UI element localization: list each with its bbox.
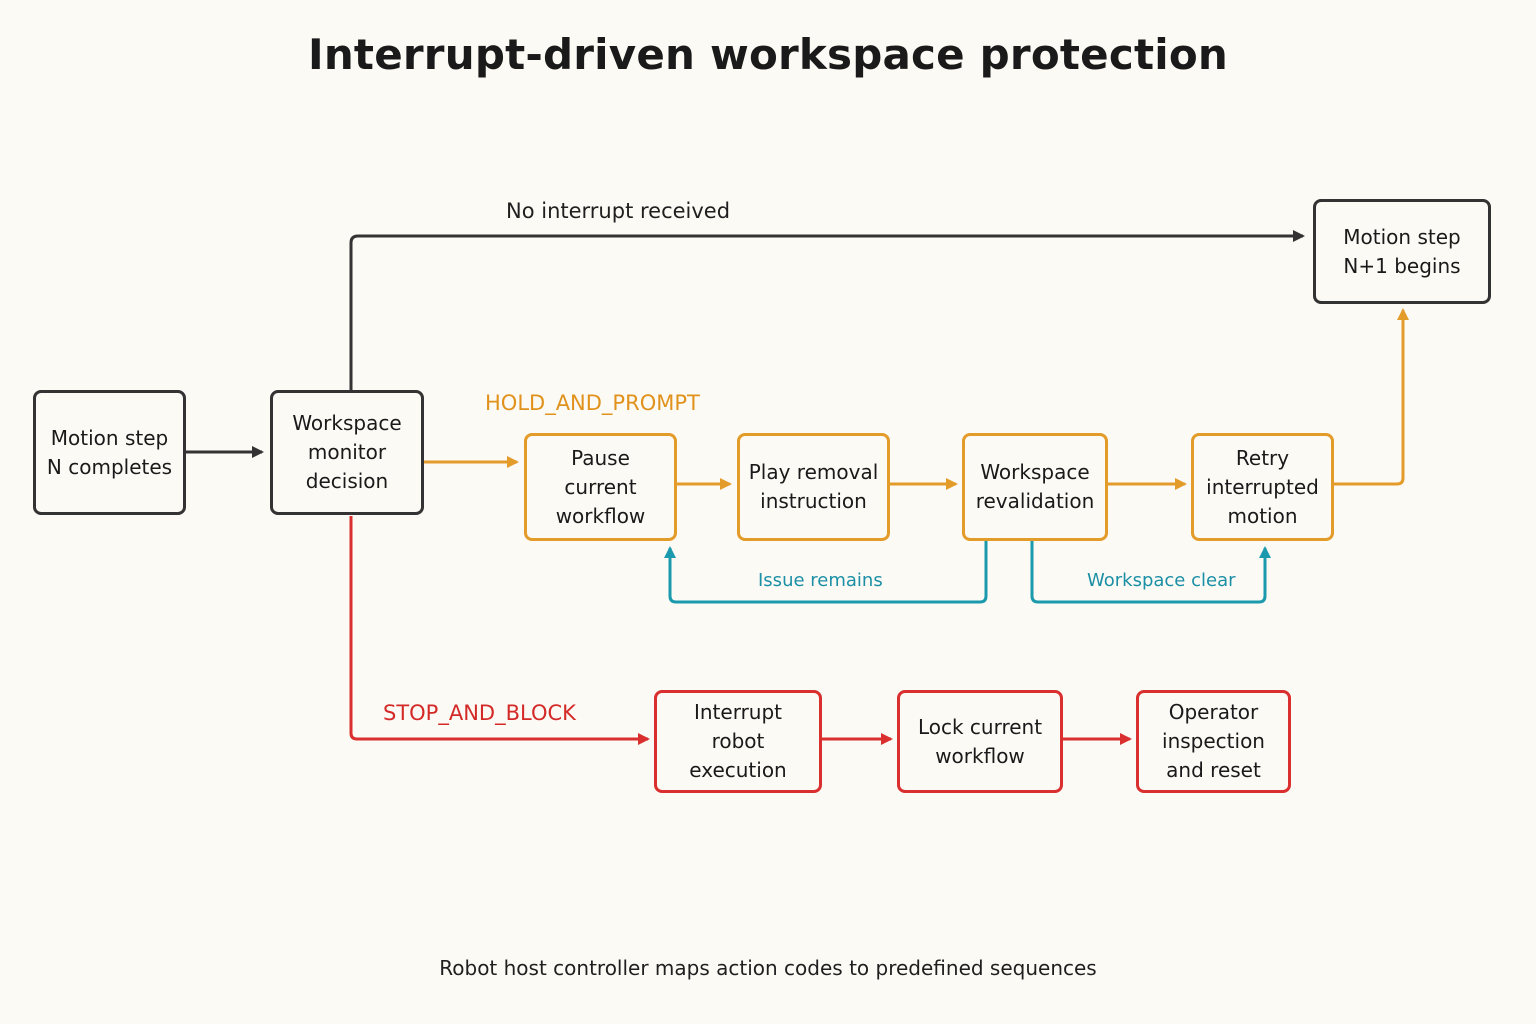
node-operator-inspection: Operator inspection and reset (1136, 690, 1291, 793)
label-workspace-clear: Workspace clear (1087, 570, 1236, 591)
node-lock-workflow: Lock current workflow (897, 690, 1063, 793)
node-motion-step-n: Motion step N completes (33, 390, 186, 515)
node-workspace-revalidation: Workspace revalidation (962, 433, 1108, 541)
node-workspace-monitor: Workspace monitor decision (270, 390, 424, 515)
arrow-monitor-to-interrupt (349, 516, 650, 745)
node-pause-workflow: Pause current workflow (524, 433, 677, 541)
arrow-retry-to-next-step (1334, 308, 1409, 486)
label-hold-and-prompt: HOLD_AND_PROMPT (485, 391, 700, 415)
footer-caption: Robot host controller maps action codes … (439, 956, 1097, 980)
arrow-workspace-clear (1030, 541, 1271, 604)
arrow-no-interrupt (349, 230, 1305, 390)
label-stop-and-block: STOP_AND_BLOCK (383, 701, 576, 725)
node-retry-motion: Retry interrupted motion (1191, 433, 1334, 541)
page-title: Interrupt-driven workspace protection (308, 30, 1228, 79)
node-interrupt-execution: Interrupt robot execution (654, 690, 822, 793)
label-issue-remains: Issue remains (758, 570, 883, 591)
label-no-interrupt: No interrupt received (506, 199, 731, 223)
arrow-issue-remains (664, 541, 988, 604)
node-motion-step-next: Motion step N+1 begins (1313, 199, 1491, 304)
node-play-instruction: Play removal instruction (737, 433, 890, 541)
